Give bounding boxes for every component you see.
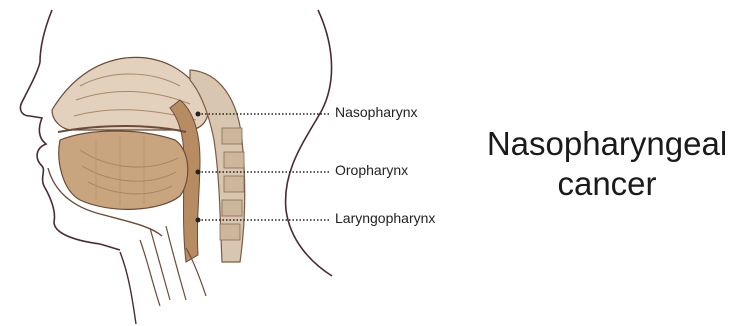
laryngopharynx-label: Laryngopharynx [335,210,435,226]
title-line-2: cancer [466,164,748,204]
diagram-title: Nasopharyngeal cancer [466,124,748,204]
oropharynx-label: Oropharynx [335,162,408,178]
tongue [59,131,188,209]
title-line-1: Nasopharyngeal [466,124,748,164]
head-outline [286,10,332,276]
nasopharynx-label: Nasopharynx [335,104,418,120]
larynx [140,226,186,306]
